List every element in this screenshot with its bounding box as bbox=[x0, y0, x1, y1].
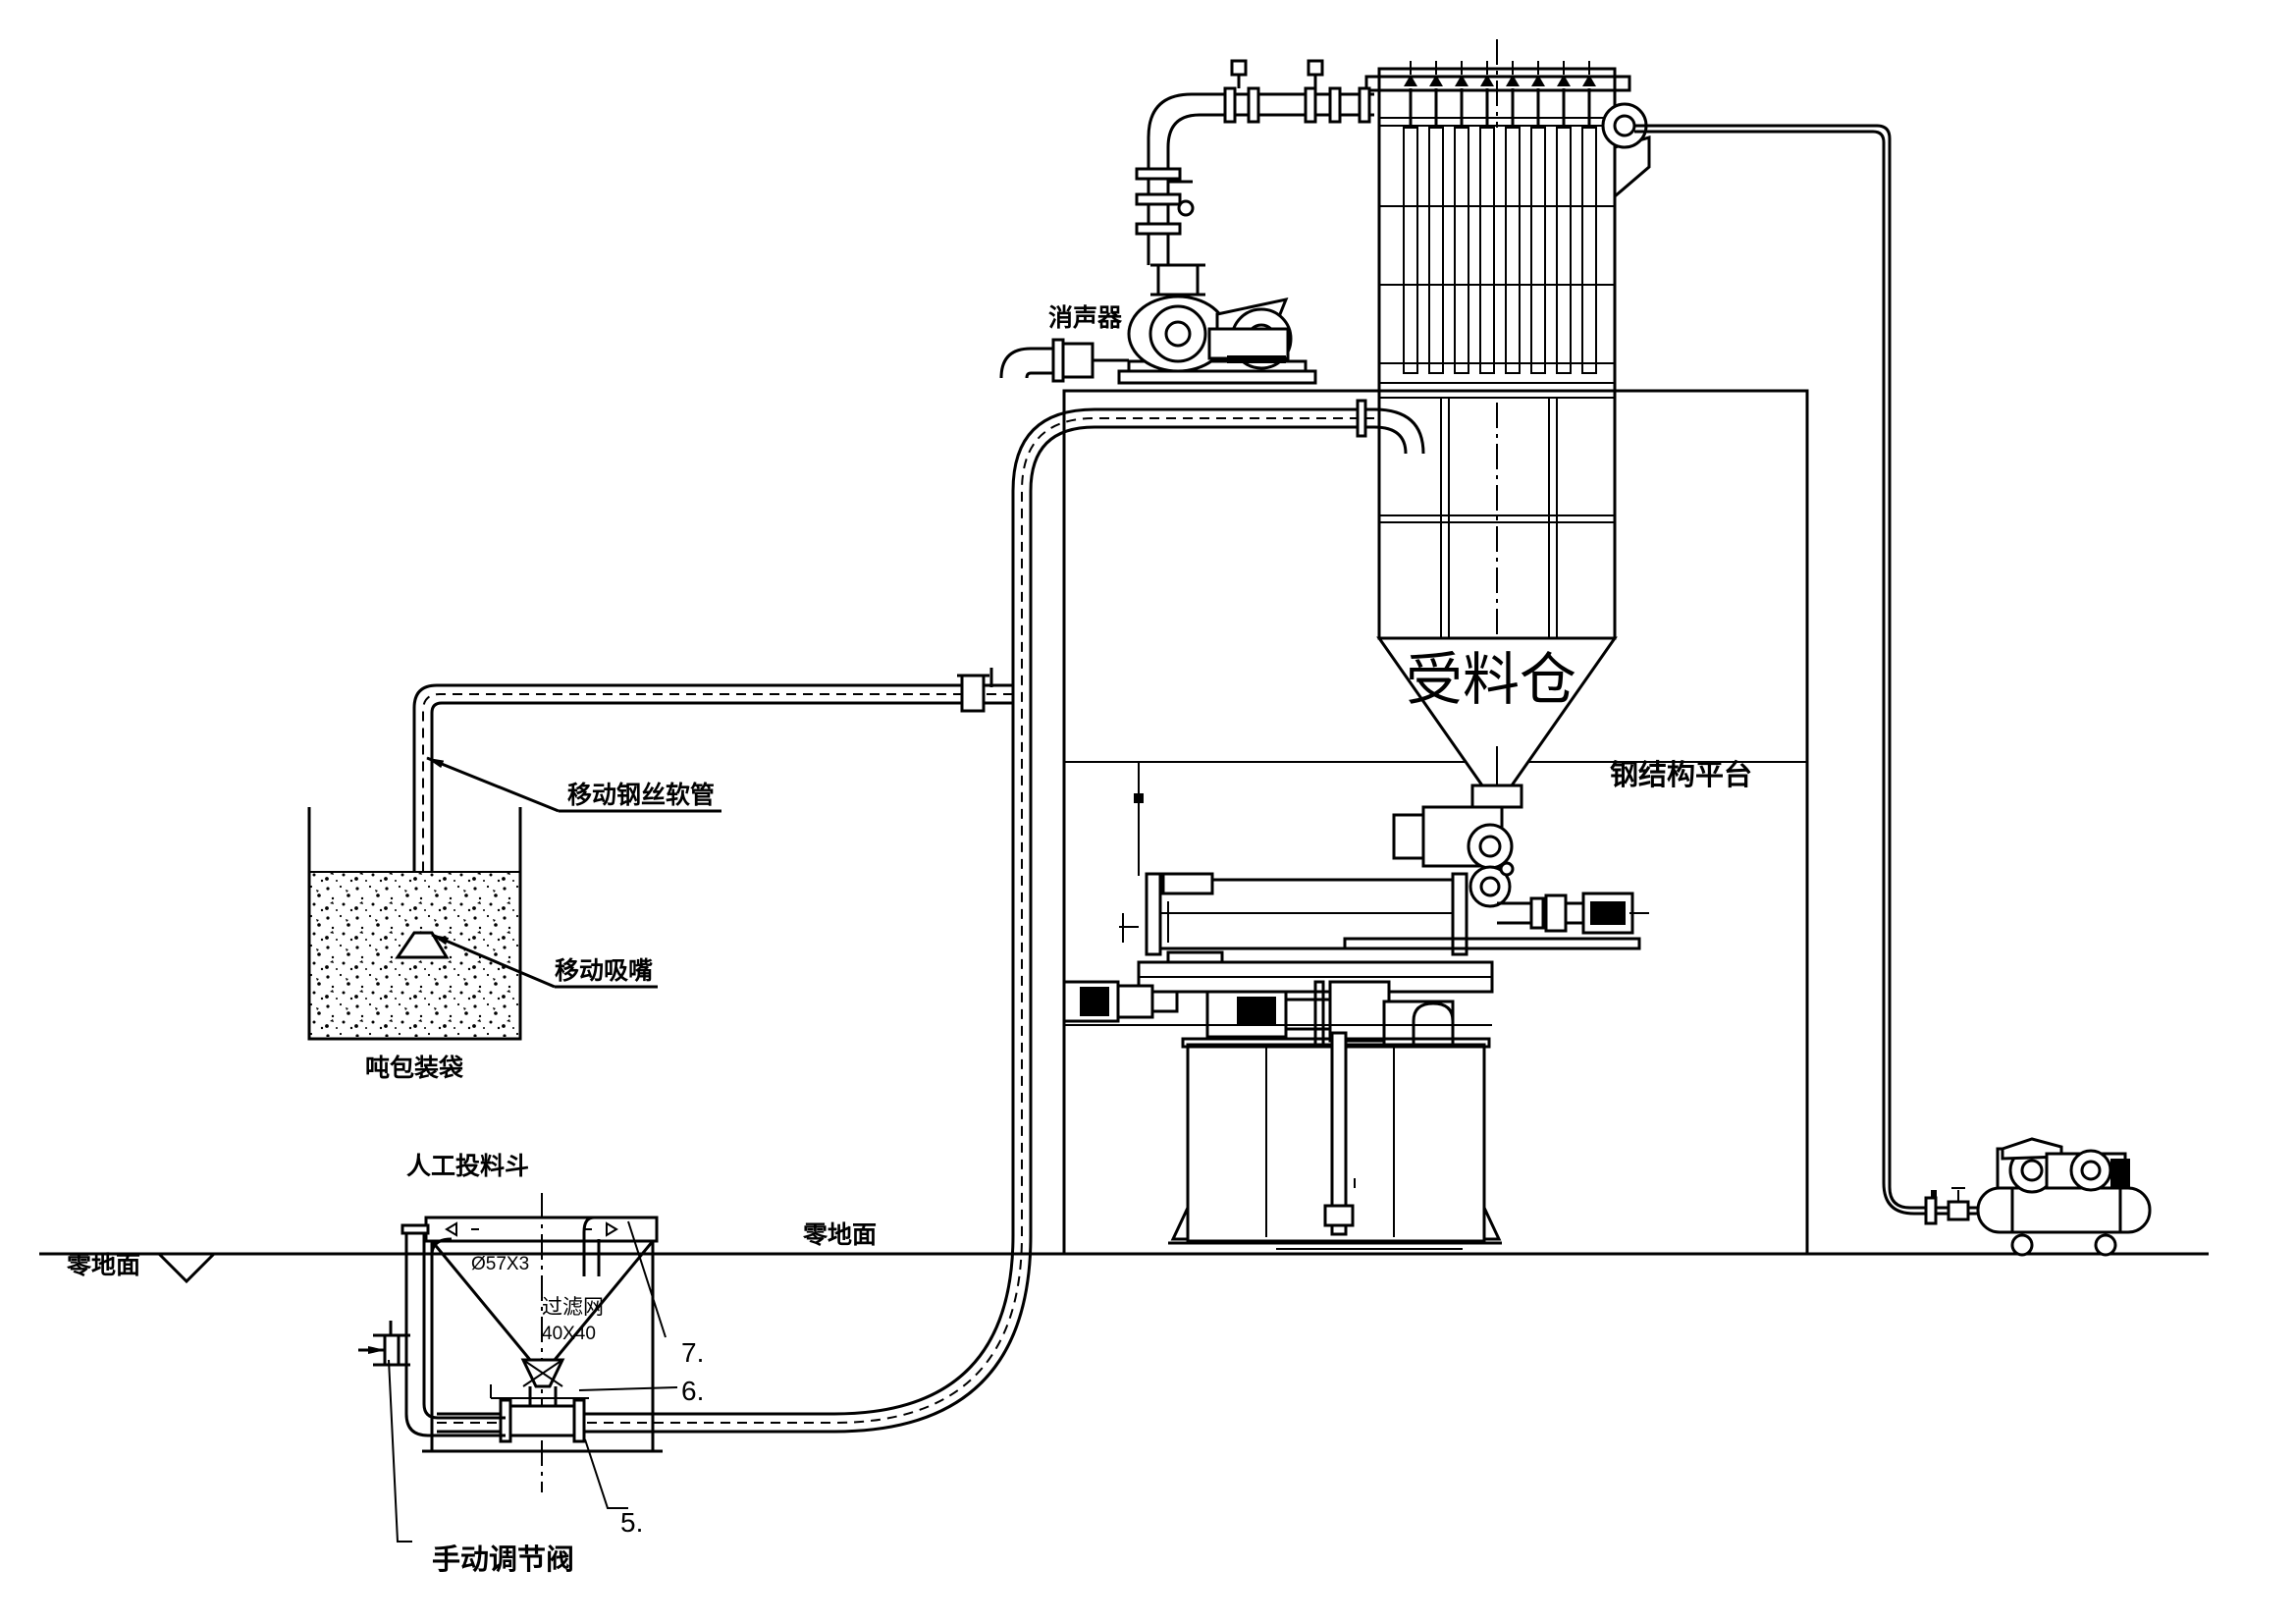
conveying-pipeline bbox=[437, 399, 1425, 1434]
screw-conveyor bbox=[1119, 805, 1649, 980]
label-filter-screen: 过滤网 bbox=[542, 1295, 604, 1319]
manual-feed-hopper bbox=[422, 1193, 663, 1492]
muffler bbox=[999, 338, 1129, 383]
lower-tank bbox=[1134, 762, 1502, 1250]
rotary-valve-and-mixer bbox=[1062, 960, 1494, 1111]
label-ton-bag: 吨包装袋 bbox=[365, 1054, 464, 1082]
bag-filter bbox=[1364, 39, 1651, 393]
hose-branch-pipe bbox=[412, 668, 1013, 933]
label-pipe-spec: Ø57X3 bbox=[471, 1254, 529, 1274]
roots-blower bbox=[1117, 263, 1317, 385]
compressed-air-line bbox=[1634, 124, 1978, 1225]
label-ground-center: 零地面 bbox=[802, 1220, 877, 1249]
callout-6: 6. bbox=[681, 1376, 704, 1406]
air-compressor bbox=[1976, 1137, 2152, 1257]
label-filter-size: 40X40 bbox=[542, 1324, 596, 1344]
label-receiving-bin: 受料仓 bbox=[1406, 646, 1576, 713]
air-intake-pipe bbox=[358, 1216, 601, 1437]
label-manual-hopper: 人工投料斗 bbox=[406, 1152, 529, 1180]
blower-outlet-pipe bbox=[1135, 59, 1374, 265]
ton-bag bbox=[307, 807, 522, 1041]
callout-7: 7. bbox=[681, 1337, 704, 1368]
receiving-bin bbox=[1376, 389, 1618, 809]
pulse-valves bbox=[1404, 61, 1596, 128]
callout-5: 5. bbox=[620, 1507, 643, 1538]
leaders bbox=[388, 756, 721, 1543]
label-manual-valve: 手动调节阀 bbox=[432, 1543, 574, 1576]
ground-line bbox=[39, 1252, 2209, 1284]
label-steel-platform: 钢结构平台 bbox=[1610, 758, 1752, 791]
label-flexible-hose: 移动钢丝软管 bbox=[567, 781, 715, 809]
label-ground-left: 零地面 bbox=[66, 1251, 140, 1279]
label-muffler: 消声器 bbox=[1048, 303, 1123, 332]
label-suction-nozzle: 移动吸嘴 bbox=[555, 956, 653, 985]
